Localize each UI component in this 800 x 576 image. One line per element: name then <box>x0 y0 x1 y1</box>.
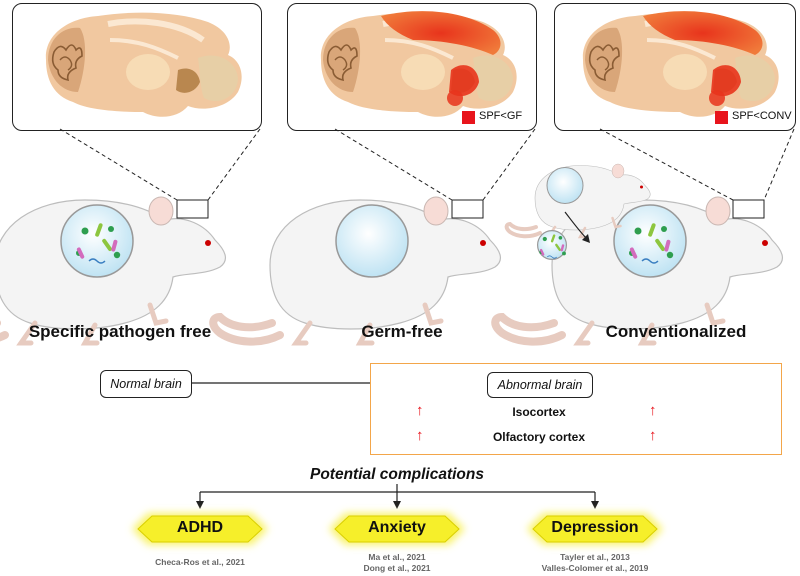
complication-anxiety: Anxiety <box>368 519 426 536</box>
complications-tree <box>199 484 596 503</box>
increase-arrow-icon: ↑ <box>649 402 657 419</box>
citation-anxiety-1: Ma et al., 2021 <box>368 552 426 562</box>
group-label-spf: Specific pathogen free <box>28 322 212 341</box>
abnormal-brain-box: Abnormal brain <box>487 372 593 398</box>
complication-depression: Depression <box>551 519 639 536</box>
complications-title: Potential complications <box>310 466 484 483</box>
group-label-gf: Germ-free <box>361 322 443 341</box>
gut-bubble-spf <box>60 204 134 278</box>
citation-adhd-1: Checa-Ros et al., 2021 <box>155 557 245 567</box>
legend-swatch-gf <box>462 111 475 124</box>
small-rat-gf <box>504 162 653 239</box>
increase-arrow-icon: ↑ <box>649 427 657 444</box>
group-label-conv: Conventionalized <box>605 322 747 341</box>
brain-conv <box>583 11 779 117</box>
normal-brain-box: Normal brain <box>100 370 192 398</box>
hex-depression <box>527 513 663 545</box>
abnormal-brain-panel <box>370 363 782 455</box>
legend-gf-label: SPF<GF <box>479 110 523 122</box>
legend-conv-label: SPF<CONV <box>732 110 792 122</box>
zoom-lines <box>59 128 795 201</box>
citation-depression-1: Tayler et al., 2013 <box>560 552 630 562</box>
increase-arrow-icon: ↑ <box>416 427 424 444</box>
complication-adhd: ADHD <box>176 519 224 536</box>
microbe-inoculum <box>536 229 568 261</box>
region-olfactory-cortex: Olfactory cortex <box>492 430 586 444</box>
gut-bubble-conv <box>613 204 687 278</box>
gut-bubble-gf <box>335 204 409 278</box>
citation-anxiety-2: Dong et al., 2021 <box>363 563 431 573</box>
citation-depression-2: Valles-Colomer et al., 2019 <box>541 563 649 573</box>
brain-gf <box>321 11 517 117</box>
increase-arrow-icon: ↑ <box>416 402 424 419</box>
hex-adhd <box>132 513 268 545</box>
legend-swatch-conv <box>715 111 728 124</box>
region-isocortex: Isocortex <box>512 405 566 419</box>
brain-spf <box>46 13 242 117</box>
hex-anxiety <box>329 513 465 545</box>
